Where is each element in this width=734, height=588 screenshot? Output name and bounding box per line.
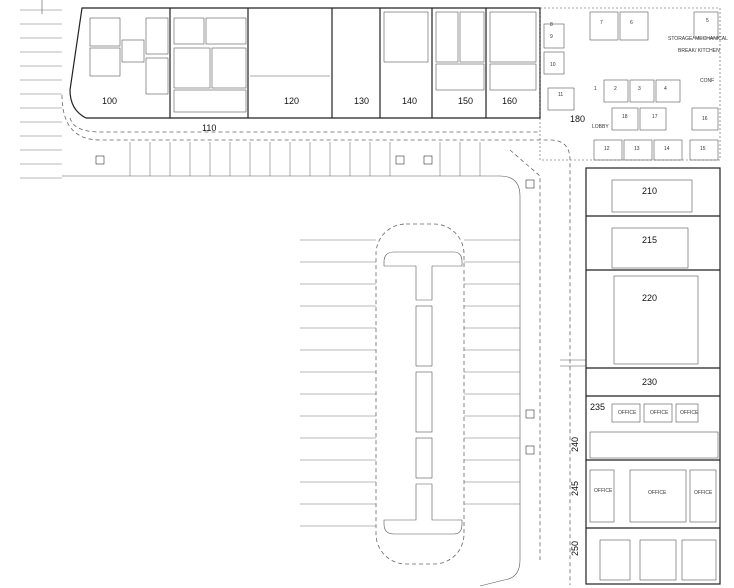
center-parking-island (300, 223, 520, 565)
office-label: OFFICE (694, 490, 713, 496)
room-number-5: 5 (706, 18, 709, 24)
room-number-18: 18 (622, 114, 628, 120)
unit-label-245: 245 (570, 481, 580, 496)
room-number-14: 14 (664, 146, 670, 152)
unit-label-140: 140 (402, 96, 417, 106)
room-number-4: 4 (664, 86, 667, 92)
unit-label-220: 220 (642, 293, 657, 303)
office-label: OFFICE (650, 410, 669, 416)
room-number-17: 17 (652, 114, 658, 120)
room-number-11: 11 (558, 92, 563, 98)
east-office-labels: OFFICE OFFICE OFFICE OFFICE OFFICE OFFIC… (594, 410, 713, 496)
unit-label-180: 180 (570, 114, 585, 124)
room-number-7: 7 (600, 20, 603, 26)
room-number-15: 15 (700, 146, 706, 152)
unit-labels: 100 110 120 130 140 150 160 180 210 215 … (102, 96, 657, 556)
unit-label-215: 215 (642, 235, 657, 245)
north-walkway (61, 94, 571, 585)
east-building (560, 167, 721, 585)
office-label: OFFICE (648, 490, 667, 496)
room-number-16: 16 (702, 116, 708, 122)
office-suite-180: 8 9 10 7 6 5 11 2 3 4 1 18 17 16 12 13 1… (539, 7, 728, 161)
room-number-1: 1 (594, 86, 597, 92)
north-building (69, 7, 541, 119)
left-parking-stalls (20, 0, 62, 179)
north-walkway-inner (69, 117, 540, 133)
unit-label-130: 130 (354, 96, 369, 106)
unit-label-235: 235 (590, 402, 605, 412)
unit-label-150: 150 (458, 96, 473, 106)
unit-label-110: 110 (202, 123, 216, 133)
unit-label-250: 250 (570, 541, 580, 556)
room-number-6: 6 (630, 20, 633, 26)
unit-label-210: 210 (642, 186, 657, 196)
office-label: OFFICE (618, 410, 637, 416)
room-storage: STORAGE/ MECHANICAL (668, 36, 728, 42)
room-number-8: 8 (550, 22, 553, 28)
room-number-10: 10 (550, 62, 556, 68)
unit-label-230: 230 (642, 377, 657, 387)
unit-label-120: 120 (284, 96, 299, 106)
room-number-3: 3 (638, 86, 641, 92)
office-label: OFFICE (680, 410, 699, 416)
office-label: OFFICE (594, 488, 613, 494)
unit-label-240: 240 (570, 437, 580, 452)
room-conf: CONF (700, 78, 714, 84)
unit-label-160: 160 (502, 96, 517, 106)
room-number-9: 9 (550, 34, 553, 40)
room-lobby: LOBBY (592, 124, 609, 130)
room-break: BREAK/ KITCHEN (678, 48, 720, 54)
room-number-12: 12 (604, 146, 610, 152)
room-number-13: 13 (634, 146, 640, 152)
unit-label-100: 100 (102, 96, 117, 106)
north-parking-stalls (62, 142, 541, 587)
room-number-2: 2 (614, 86, 617, 92)
wheelchair-icon (95, 155, 535, 455)
